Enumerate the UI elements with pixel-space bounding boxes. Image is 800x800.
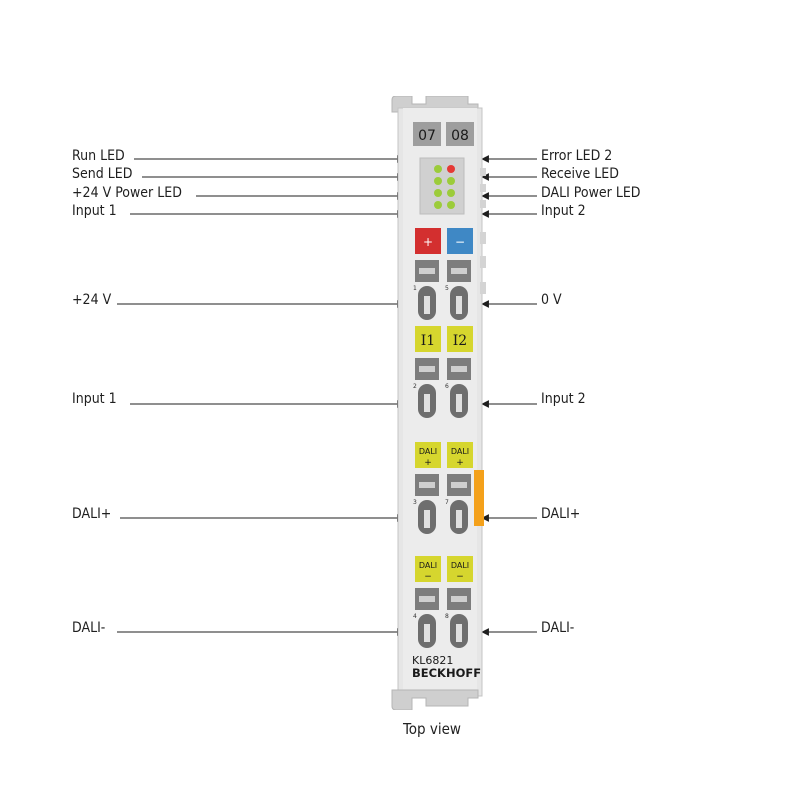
input-tab-1 <box>415 326 441 352</box>
led-array <box>434 165 455 209</box>
dali-plus-tab-text-2: DALI <box>451 447 469 456</box>
input-tab-label-1: I1 <box>421 333 435 349</box>
terminal-number-8: 8 <box>445 613 449 620</box>
dali-minus-tab-1 <box>415 556 441 582</box>
dali-plus-tab-text-1: DALI <box>419 447 437 456</box>
channel-label-08: 08 <box>451 128 469 144</box>
terminal-pair-1-5: 1 5 <box>413 260 471 320</box>
terminal-number-7: 7 <box>445 499 449 506</box>
callout-run-led: Run LED <box>72 148 125 164</box>
callout-0v: 0 V <box>541 292 562 308</box>
led-window <box>419 157 465 215</box>
callout-send-led: Send LED <box>72 166 133 182</box>
callout-dali-minus-left: DALI- <box>72 620 106 636</box>
terminal-number-5: 5 <box>445 285 449 292</box>
led-24v-power <box>434 189 442 197</box>
terminal-number-2: 2 <box>413 383 417 390</box>
callout-dali-plus-left: DALI+ <box>72 506 112 522</box>
callout-input2-led: Input 2 <box>541 203 586 219</box>
led-input-1 <box>434 201 442 209</box>
terminal-pair-4-8: 4 8 <box>413 588 471 648</box>
dali-plus-tab-sign-1: + <box>424 458 432 468</box>
callout-error-led-2: Error LED 2 <box>541 148 613 164</box>
led-receive <box>447 177 455 185</box>
terminal-number-6: 6 <box>445 383 449 390</box>
plus-tab <box>415 228 441 254</box>
terminal-number-3: 3 <box>413 499 417 506</box>
callout-dali-power-led: DALI Power LED <box>541 185 641 201</box>
dali-minus-tab-sign-1: − <box>424 572 432 582</box>
dali-plus-tab-sign-2: + <box>456 458 464 468</box>
callout-input1-led: Input 1 <box>72 203 117 219</box>
dali-plus-tab-1 <box>415 442 441 468</box>
callout-dali-minus-right: DALI- <box>541 620 575 636</box>
dali-minus-tab-text-1: DALI <box>419 561 437 570</box>
led-send <box>434 177 442 185</box>
callout-dali-plus-right: DALI+ <box>541 506 581 522</box>
terminal-number-1: 1 <box>413 285 417 292</box>
bottom-clip <box>391 689 479 710</box>
dali-minus-tab-sign-2: − <box>456 572 464 582</box>
terminal-number-4: 4 <box>413 613 417 620</box>
callout-receive-led: Receive LED <box>541 166 619 182</box>
dali-plus-tab-2 <box>447 442 473 468</box>
led-run <box>434 165 442 173</box>
terminal-module: 07 08 + − 1 5 I1 I2 2 6 DALI <box>391 96 486 710</box>
dali-minus-tab-text-2: DALI <box>451 561 469 570</box>
caption-top-view: Top view <box>403 720 461 738</box>
minus-tab <box>447 228 473 254</box>
minus-sign: − <box>455 235 465 249</box>
release-latch[interactable] <box>474 470 484 526</box>
callout-24v-power-led: +24 V Power LED <box>72 185 182 201</box>
terminal-pair-3-7: 3 7 <box>413 474 471 534</box>
model-number: KL6821 <box>412 654 453 667</box>
callout-input1: Input 1 <box>72 391 117 407</box>
input-tab-2 <box>447 326 473 352</box>
led-error-2 <box>447 165 455 173</box>
input-tab-label-2: I2 <box>453 333 467 349</box>
channel-label-07: 07 <box>418 128 436 144</box>
terminal-pair-2-6: 2 6 <box>413 358 471 418</box>
led-dali-power <box>447 189 455 197</box>
led-input-2 <box>447 201 455 209</box>
brand-logo: BECKHOFF <box>412 666 481 680</box>
callout-24v: +24 V <box>72 292 112 308</box>
dali-minus-tab-2 <box>447 556 473 582</box>
callout-input2: Input 2 <box>541 391 586 407</box>
plus-sign: + <box>423 235 433 249</box>
